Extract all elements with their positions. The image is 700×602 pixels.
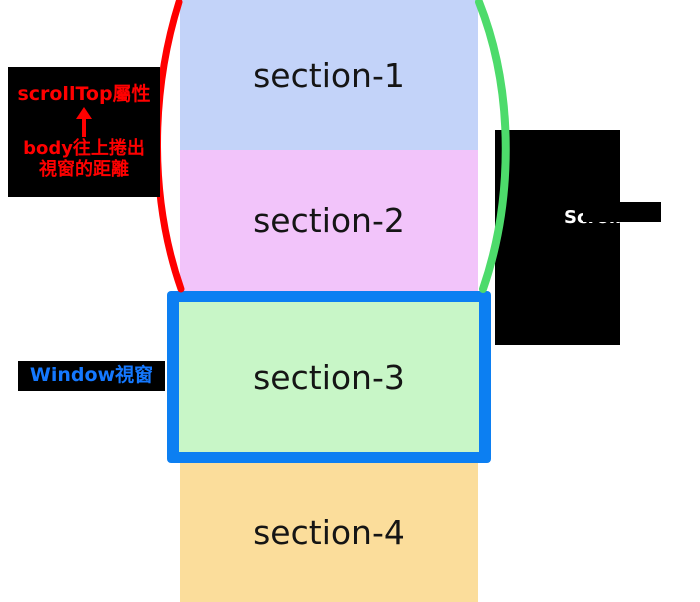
window-viewport-label: Window視窗 [29, 364, 154, 387]
up-arrow-icon [12, 105, 156, 139]
window-viewport-note-box: Window視窗 [18, 361, 165, 391]
section-3-label: section-3 [253, 357, 405, 397]
scroll-height-note-box: ScrollHeight [495, 130, 689, 345]
section-3-block: section-3 [179, 302, 479, 452]
section-3-highlight-border: section-3 [167, 291, 491, 463]
scroll-height-occluder [583, 202, 661, 222]
section-4-label: section-4 [253, 513, 405, 552]
up-arrow-svg [76, 107, 92, 138]
scroll-top-line-2: body往上捲出 [23, 138, 145, 160]
section-1-label: section-1 [253, 55, 405, 95]
red-arc [154, 0, 185, 293]
section-4-block: section-4 [180, 463, 478, 602]
section-2-block: section-2 [180, 150, 478, 291]
scroll-top-line-3: 視窗的距離 [39, 158, 129, 180]
section-2-label: section-2 [253, 201, 405, 240]
scroll-top-note-box: scrollTop屬性 body往上捲出 視窗的距離 [8, 67, 160, 197]
section-1-block: section-1 [180, 0, 478, 150]
scroll-top-line-1: scrollTop屬性 [17, 83, 151, 106]
